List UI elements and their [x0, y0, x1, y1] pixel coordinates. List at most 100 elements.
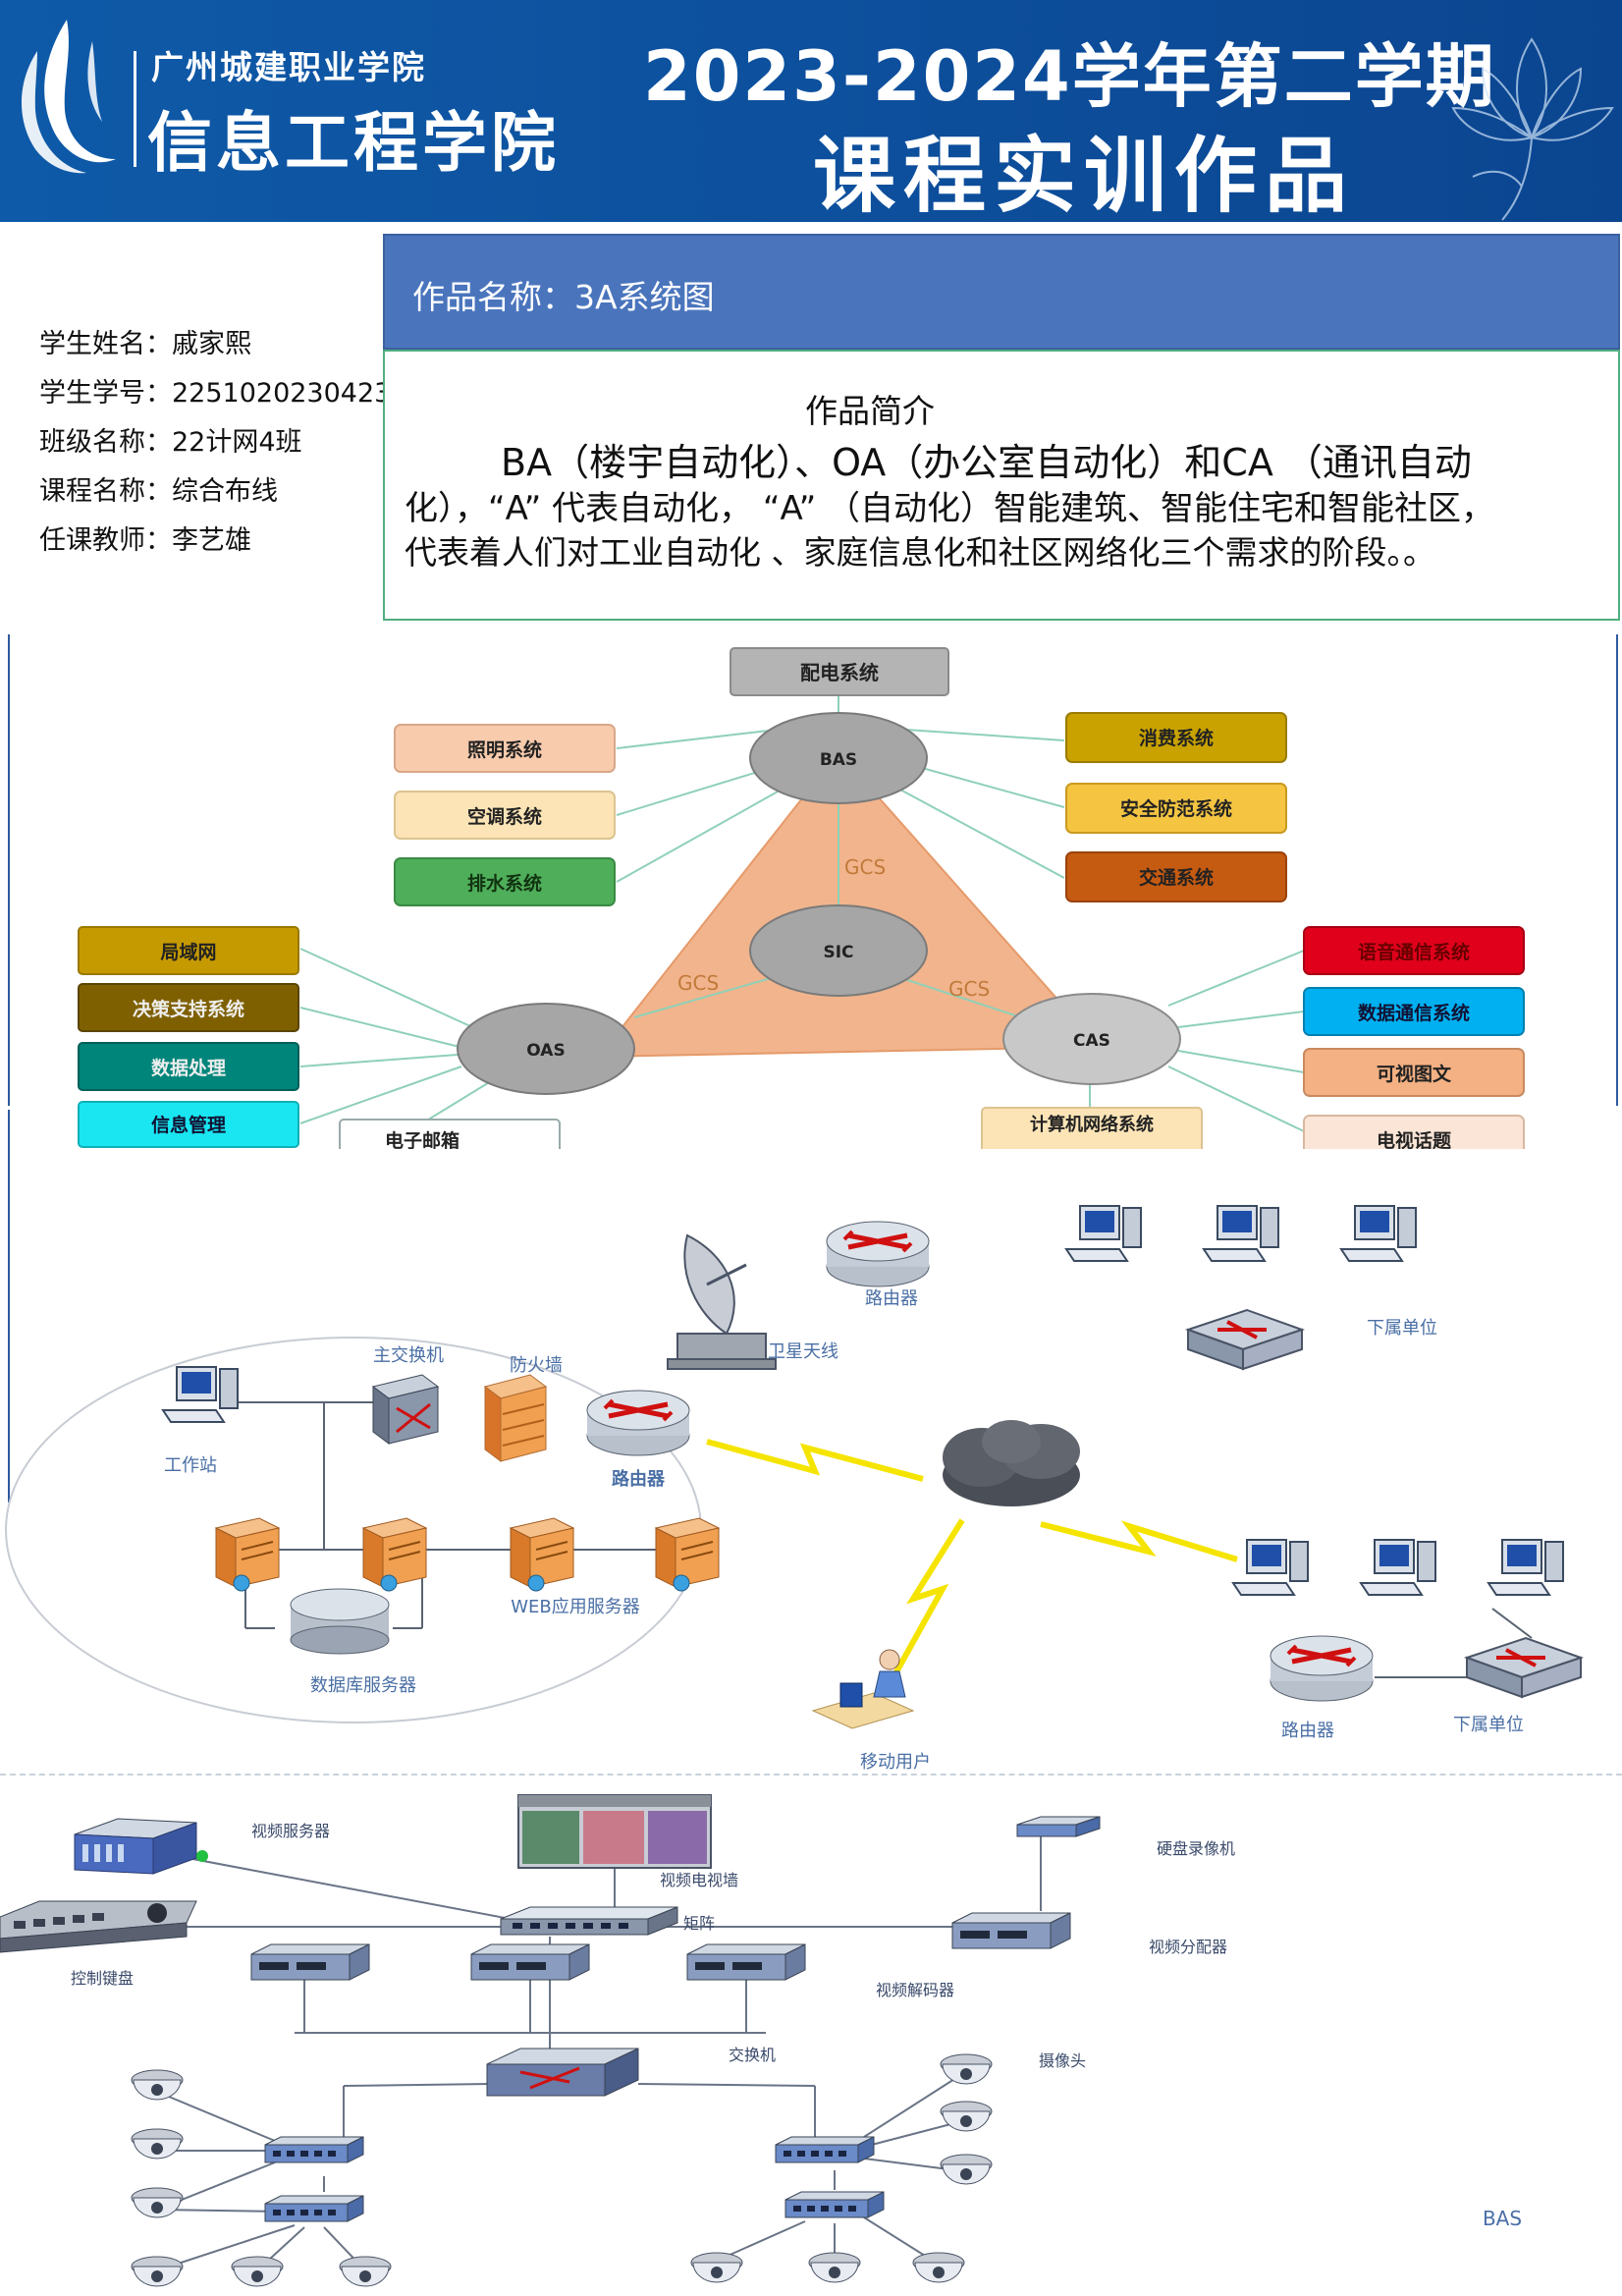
network-topology-diagram: 路由器 卫星天线 下属单位 工作站 主交换机 防火墙 路由器 WEB应用服务器: [5, 1205, 1583, 1773]
matrix-icon: [500, 1906, 678, 1936]
subunit-top-label: 下属单位: [1367, 1318, 1437, 1339]
router-top-icon: [827, 1222, 929, 1286]
node-cas: CAS: [1002, 993, 1181, 1085]
course-name: 课程名称：综合布线: [39, 476, 278, 507]
remote-pc-1: [1232, 1539, 1309, 1596]
internet-cloud-icon: [943, 1420, 1080, 1506]
camera-7-icon: [940, 2053, 993, 2085]
camera-3-icon: [131, 2187, 184, 2218]
box-consumption: 消费系统: [1065, 712, 1287, 763]
access-hub-1-icon: [264, 2136, 364, 2163]
svg-text:电子邮箱: 电子邮箱: [385, 1129, 460, 1149]
box-voice-comm: 语音通信系统: [1303, 926, 1525, 975]
intro-title: 作品简介: [805, 392, 935, 430]
box-data-comm: 数据通信系统: [1303, 987, 1525, 1036]
class-name: 班级名称：22计网4班: [39, 427, 302, 458]
access-hub-4-icon: [784, 2191, 885, 2218]
camera-12-icon: [912, 2252, 965, 2283]
left-rule-2: [8, 1110, 10, 1503]
svg-text:OAS: OAS: [526, 1041, 565, 1061]
svg-text:信息管理: 信息管理: [151, 1114, 226, 1136]
camera-2-icon: [131, 2128, 184, 2159]
video-decoder-3-icon: [686, 1943, 806, 1981]
svg-text:可视图文: 可视图文: [1377, 1063, 1452, 1085]
box-email: 电子邮箱: [339, 1119, 561, 1149]
router-remote-label: 路由器: [1281, 1721, 1334, 1741]
satellite-label: 卫星天线: [768, 1341, 838, 1362]
subunit-top-switch: [1186, 1308, 1304, 1371]
core-switch-icon: [486, 2048, 639, 2097]
video-decoder-label: 视频解码器: [876, 1981, 954, 1999]
web-server-label: WEB应用服务器: [511, 1597, 640, 1617]
svg-text:交通系统: 交通系统: [1139, 866, 1214, 889]
matrix-label: 矩阵: [683, 1914, 715, 1933]
box-tv: 电视话题: [1303, 1115, 1525, 1149]
wireless-link-lan: [706, 1439, 924, 1482]
video-distributor-label: 视频分配器: [1149, 1938, 1227, 1956]
work-name-bar: 作品名称：3A系统图: [383, 234, 1620, 350]
intro-line-1: BA（楼宇自动化）、OA（办公室自动化）和CA （通讯自动: [501, 441, 1472, 484]
database-server-icon: [290, 1588, 390, 1655]
svg-text:排水系统: 排水系统: [467, 872, 542, 895]
svg-text:数据处理: 数据处理: [151, 1057, 226, 1079]
intro-line-2: 化），“A” 代表自动化， “A” （自动化）智能建筑、智能住宅和智能社区，: [405, 489, 1494, 528]
work-intro-box: 作品简介 BA（楼宇自动化）、OA（办公室自动化）和CA （通讯自动 化），“A…: [383, 350, 1620, 621]
svg-text:安全防范系统: 安全防范系统: [1120, 797, 1232, 820]
camera-10-icon: [690, 2252, 743, 2283]
server-3-icon: [510, 1517, 574, 1592]
svg-text:SIC: SIC: [823, 943, 853, 962]
svg-text:空调系统: 空调系统: [467, 805, 542, 828]
box-computer-network: 计算机网络系统: [981, 1107, 1203, 1149]
dvr-icon: [1016, 1816, 1101, 1837]
corner-bas-label: BAS: [1483, 2207, 1522, 2230]
svg-text:局域网: 局域网: [160, 941, 216, 963]
right-rule: [1616, 634, 1618, 1106]
node-sic: SIC: [749, 904, 928, 997]
gcs-label-left: GCS: [677, 971, 719, 995]
camera-6-icon: [339, 2256, 392, 2287]
video-surveillance-diagram: 视频服务器 视频电视墙 矩阵 控制键盘 硬盘录像机 视频分配器 视频解码器: [0, 1794, 1522, 2287]
server-2-icon: [362, 1517, 427, 1592]
box-drainage: 排水系统: [394, 857, 616, 906]
video-wall-label: 视频电视墙: [660, 1871, 738, 1889]
main-switch-label: 主交换机: [373, 1345, 444, 1366]
svg-text:照明系统: 照明系统: [467, 738, 542, 761]
box-lan: 局域网: [78, 926, 299, 975]
teacher-name: 任课教师：李艺雄: [39, 525, 251, 556]
router-lan-icon: [587, 1391, 689, 1455]
mobile-user-label: 移动用户: [860, 1752, 931, 1773]
video-decoder-1-icon: [250, 1943, 370, 1981]
box-decision-support: 决策支持系统: [78, 983, 299, 1032]
box-power-distribution: 配电系统: [730, 647, 949, 696]
video-distributor-icon: [951, 1912, 1071, 1949]
gcs-triangle: [596, 750, 1103, 1059]
camera-5-icon: [231, 2256, 284, 2287]
control-keyboard-label: 控制键盘: [71, 1969, 134, 1988]
box-security: 安全防范系统: [1065, 783, 1287, 834]
wireless-link-mobile: [891, 1518, 965, 1679]
student-name: 学生姓名：戚家熙: [39, 329, 251, 359]
access-hub-3-icon: [775, 2136, 875, 2163]
box-lighting: 照明系统: [394, 724, 616, 773]
workstation-label: 工作站: [164, 1455, 217, 1476]
node-bas: BAS: [749, 712, 928, 804]
subunit-remote-label: 下属单位: [1453, 1715, 1524, 1735]
svg-text:语音通信系统: 语音通信系统: [1358, 941, 1470, 963]
firewall-icon: [483, 1374, 548, 1462]
logo-divider: [134, 51, 136, 167]
video-wall-icon: [517, 1794, 712, 1869]
satellite-dish-icon: [667, 1233, 777, 1370]
work-title: 课程实训作品: [813, 128, 1356, 222]
box-aircon: 空调系统: [394, 791, 616, 840]
router-remote-icon: [1271, 1636, 1373, 1701]
camera-11-icon: [808, 2252, 861, 2283]
mobile-user-icon: [811, 1649, 915, 1729]
box-data-processing: 数据处理: [78, 1042, 299, 1091]
switch-label: 交换机: [729, 2046, 776, 2064]
box-traffic: 交通系统: [1065, 851, 1287, 902]
video-server-icon: [74, 1818, 208, 1875]
term-title: 2023-2024学年第二学期: [643, 36, 1496, 117]
router-top-label: 路由器: [865, 1288, 918, 1309]
video-server-label: 视频服务器: [251, 1822, 330, 1840]
college-name: 广州城建职业学院: [151, 48, 426, 86]
